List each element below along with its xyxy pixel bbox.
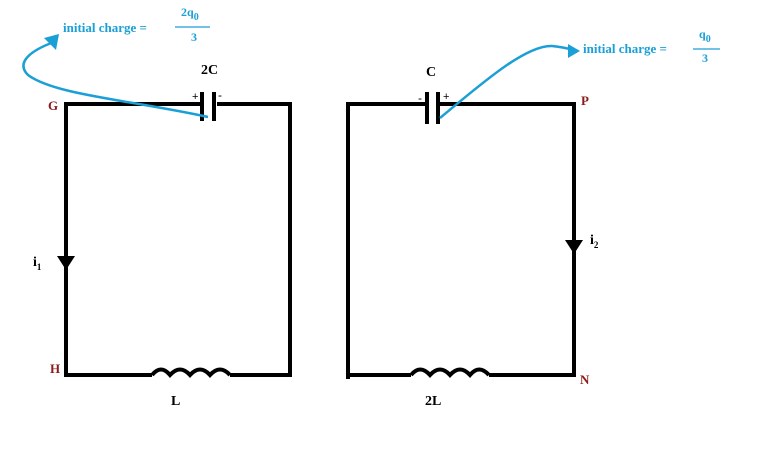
left-annotation-arrowhead-icon — [44, 34, 59, 50]
left-annotation-text: initial charge = — [63, 20, 147, 35]
left-annotation-denominator: 3 — [191, 30, 197, 44]
right-capacitor-minus: - — [418, 91, 422, 105]
left-current-label: i1 — [33, 255, 42, 272]
left-capacitor-minus: - — [218, 88, 222, 102]
left-inductor-label: L — [171, 394, 180, 409]
right-annotation-text: initial charge = — [583, 41, 667, 56]
right-inductor-coil — [409, 367, 491, 379]
node-g-label: G — [48, 98, 58, 113]
node-n-label: N — [580, 372, 590, 387]
left-circuit — [64, 92, 292, 379]
right-annotation-denominator: 3 — [702, 51, 708, 65]
right-current-label: i2 — [590, 233, 599, 250]
left-capacitor-plus: + — [192, 91, 198, 103]
left-capacitor-label: 2C — [201, 63, 218, 78]
right-annotation-arrow-icon — [439, 44, 579, 119]
right-capacitor-label: C — [426, 65, 436, 80]
right-inductor-label: 2L — [425, 394, 441, 409]
node-h-label: H — [50, 361, 60, 376]
right-annotation-numerator: q0 — [699, 27, 711, 45]
right-circuit — [346, 92, 576, 379]
node-p-label: P — [581, 93, 589, 108]
right-annotation-arrowhead-icon — [568, 44, 580, 58]
left-current-arrow-icon — [57, 256, 75, 270]
left-annotation-numerator: 2q0 — [181, 5, 199, 23]
left-annotation-arrow-icon — [22, 40, 209, 119]
right-capacitor-plus: + — [443, 91, 449, 103]
left-inductor-coil — [150, 367, 232, 379]
right-current-arrow-icon — [565, 240, 583, 254]
